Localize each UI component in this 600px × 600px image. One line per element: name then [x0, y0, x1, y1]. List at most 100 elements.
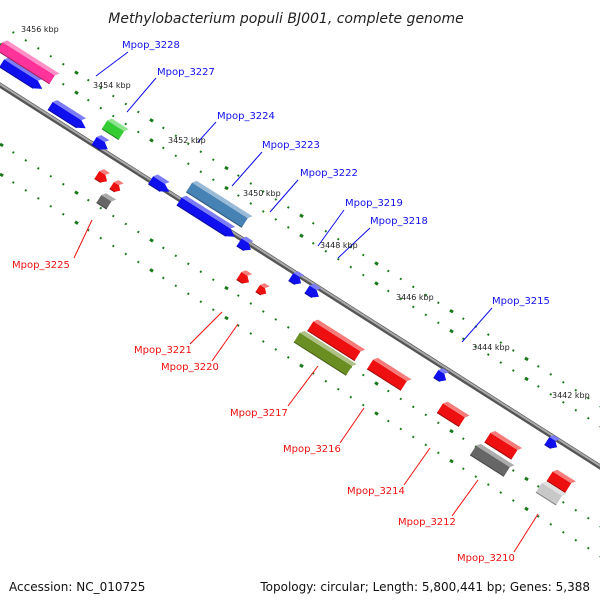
gene-label-mpop-3221[interactable]: Mpop_3221	[134, 345, 192, 356]
gene-label-mpop-3227[interactable]: Mpop_3227	[157, 67, 215, 78]
kbp-label: 3446 kbp	[396, 293, 434, 302]
tick-mark	[499, 361, 503, 364]
gene-edge	[96, 202, 107, 210]
tick-mark	[561, 500, 565, 504]
gene-label-mpop-3224[interactable]: Mpop_3224	[217, 111, 275, 122]
tick-mark	[49, 174, 53, 178]
gene-label-mpop-3216[interactable]: Mpop_3216	[283, 444, 341, 455]
tick-mark	[424, 313, 428, 317]
gene-edge	[101, 128, 120, 141]
tick-mark	[449, 308, 454, 314]
tick-mark	[236, 194, 240, 197]
tick-mark	[136, 230, 140, 234]
gene-label-mpop-3225[interactable]: Mpop_3225	[12, 260, 70, 271]
tick-mark	[174, 154, 178, 158]
gene-label-mpop-3210[interactable]: Mpop_3210	[457, 553, 515, 564]
gene-bevel	[552, 469, 576, 484]
gene-bevel	[241, 236, 254, 243]
gene-edge	[366, 368, 402, 391]
leader-line	[189, 311, 223, 345]
leader-line	[211, 323, 239, 362]
tick-mark	[474, 475, 478, 478]
tick-mark	[236, 174, 240, 177]
gene-feature	[185, 180, 253, 228]
tick-mark	[249, 302, 253, 305]
tick-mark	[36, 47, 40, 50]
kbp-label: 3444 kbp	[472, 343, 510, 352]
tick-mark	[149, 268, 154, 273]
leader-line	[269, 179, 299, 213]
tick-mark	[111, 94, 115, 98]
tick-mark	[286, 206, 290, 209]
tick-mark	[224, 315, 229, 321]
tick-mark	[311, 221, 315, 225]
tick-mark	[461, 467, 465, 471]
gene-feature	[433, 368, 450, 382]
tick-mark	[24, 159, 28, 162]
gene-label-mpop-3214[interactable]: Mpop_3214	[347, 486, 405, 497]
tick-mark	[586, 546, 590, 550]
tick-mark	[511, 369, 515, 372]
kbp-label: 3442 kbp	[552, 391, 590, 400]
gene-feature	[91, 135, 110, 151]
tick-mark	[286, 326, 290, 329]
gene-edge	[307, 330, 355, 362]
tick-mark	[199, 150, 203, 154]
tick-mark	[136, 130, 140, 134]
gene-label-mpop-3212[interactable]: Mpop_3212	[398, 517, 456, 528]
tick-mark	[349, 265, 353, 269]
leader-line	[231, 151, 263, 187]
gene-bevel	[96, 135, 110, 143]
gene-edge	[433, 377, 440, 382]
gene-edge	[293, 341, 347, 376]
gene-feature	[236, 270, 253, 284]
gene-edge	[236, 279, 243, 284]
gene-label-mpop-3228[interactable]: Mpop_3228	[122, 40, 180, 51]
tick-mark	[49, 204, 53, 208]
gene-body	[304, 285, 319, 298]
tick-mark	[11, 31, 15, 34]
tick-mark	[86, 198, 90, 202]
gene-feature	[544, 435, 561, 449]
gene-body	[96, 194, 112, 210]
tick-mark	[574, 508, 578, 512]
leader-line	[337, 227, 371, 259]
tick-mark	[161, 276, 165, 280]
gene-label-mpop-3220[interactable]: Mpop_3220	[161, 362, 219, 373]
tick-mark	[374, 411, 379, 416]
tick-mark	[499, 341, 503, 344]
tick-mark	[74, 220, 79, 225]
tick-mark	[11, 151, 15, 154]
gene-edge	[546, 480, 566, 493]
gene-label-mpop-3217[interactable]: Mpop_3217	[230, 408, 288, 419]
tick-mark	[224, 285, 229, 291]
gene-body	[0, 59, 43, 89]
tick-mark	[61, 82, 65, 86]
gene-label-mpop-3219[interactable]: Mpop_3219	[345, 198, 403, 209]
tick-mark	[36, 167, 40, 170]
gene-bevel	[99, 169, 111, 175]
tick-mark	[149, 238, 154, 243]
gene-label-mpop-3218[interactable]: Mpop_3218	[370, 216, 428, 227]
tick-mark	[199, 270, 203, 274]
tick-mark	[299, 233, 304, 238]
tick-mark	[61, 182, 65, 186]
gene-label-mpop-3215[interactable]: Mpop_3215	[492, 296, 550, 307]
gene-bevel	[549, 435, 561, 441]
gene-label-mpop-3222[interactable]: Mpop_3222	[300, 168, 358, 179]
gene-label-mpop-3223[interactable]: Mpop_3223	[262, 140, 320, 151]
gene-bevel	[373, 357, 412, 382]
tick-mark	[386, 289, 390, 293]
gene-body	[288, 272, 302, 285]
tick-mark	[561, 380, 565, 384]
gene-body	[546, 471, 572, 493]
leader-line	[461, 307, 493, 343]
leader-line	[513, 513, 539, 553]
leader-line	[126, 77, 157, 113]
label-leaders	[73, 51, 539, 553]
tick-mark	[324, 229, 328, 233]
tick-mark	[399, 277, 403, 281]
gene-bevel	[490, 431, 523, 450]
tick-mark	[124, 222, 128, 226]
